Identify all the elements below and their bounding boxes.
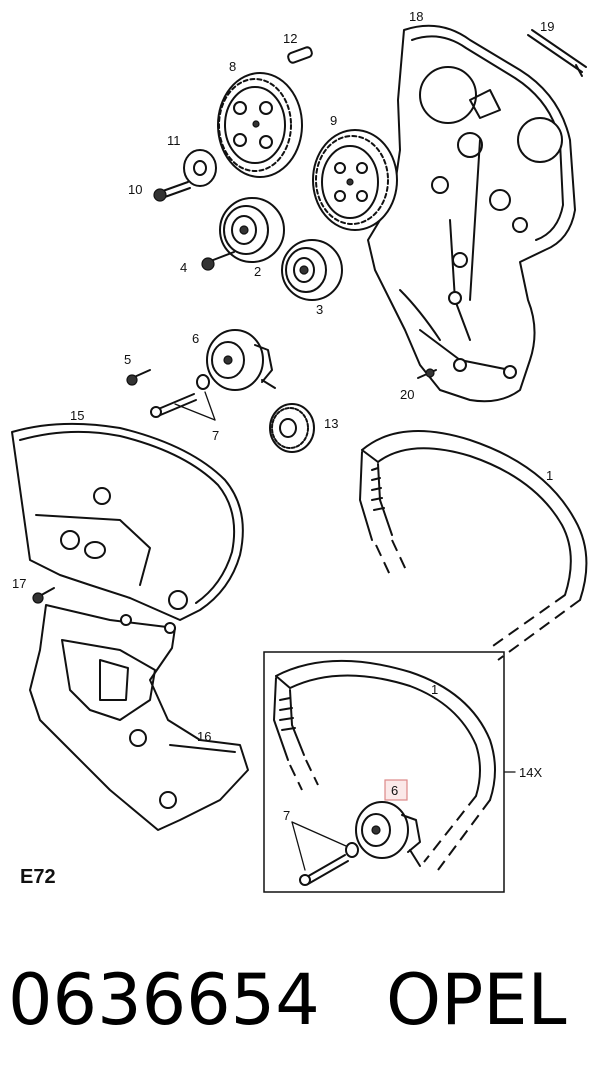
front-cover-15 — [11, 422, 244, 621]
brand-name: OPEL — [386, 959, 567, 1041]
label-4: 4 — [180, 260, 187, 275]
dowel-pin — [287, 46, 313, 64]
label-6-inset: 6 — [391, 783, 398, 798]
label-9: 9 — [330, 113, 337, 128]
label-5: 5 — [124, 352, 131, 367]
bolt-20 — [417, 368, 437, 379]
camshaft-sprocket-8 — [217, 72, 303, 178]
label-18: 18 — [409, 9, 423, 24]
camshaft-sprocket-9 — [312, 129, 398, 231]
idler-pulley-2 — [219, 197, 285, 263]
bolt-7 — [150, 374, 216, 421]
part-number: 0636654 — [8, 959, 320, 1041]
inset-box — [263, 651, 516, 893]
label-2: 2 — [254, 264, 261, 279]
idler-pulley-3 — [281, 239, 343, 301]
label-16: 16 — [197, 729, 211, 744]
crank-sprocket-13 — [269, 403, 315, 453]
label-7: 7 — [212, 428, 219, 443]
label-14x: 14X — [519, 765, 542, 780]
label-8: 8 — [229, 59, 236, 74]
timing-belt-1 — [359, 430, 588, 661]
label-7-inset: 7 — [283, 808, 290, 823]
bolt-5 — [126, 369, 151, 386]
lower-cover-16 — [29, 604, 249, 831]
label-11: 11 — [167, 133, 181, 148]
label-20: 20 — [400, 387, 414, 402]
label-6: 6 — [192, 331, 199, 346]
tensioner-6 — [206, 329, 276, 391]
diagram-code: E72 — [20, 866, 56, 888]
bolt-10 — [153, 181, 191, 202]
bolt-17 — [32, 587, 55, 604]
label-10: 10 — [128, 182, 142, 197]
label-15: 15 — [70, 408, 84, 423]
wire-clip — [527, 29, 587, 77]
bolt-4 — [201, 251, 235, 271]
label-1-inset: 1 — [431, 682, 438, 697]
washer-11 — [183, 149, 217, 187]
label-3: 3 — [316, 302, 323, 317]
rear-timing-cover — [367, 24, 576, 403]
label-12: 12 — [283, 31, 297, 46]
label-13: 13 — [324, 416, 338, 431]
label-19: 19 — [540, 19, 554, 34]
label-1: 1 — [546, 468, 553, 483]
label-17: 17 — [12, 576, 26, 591]
